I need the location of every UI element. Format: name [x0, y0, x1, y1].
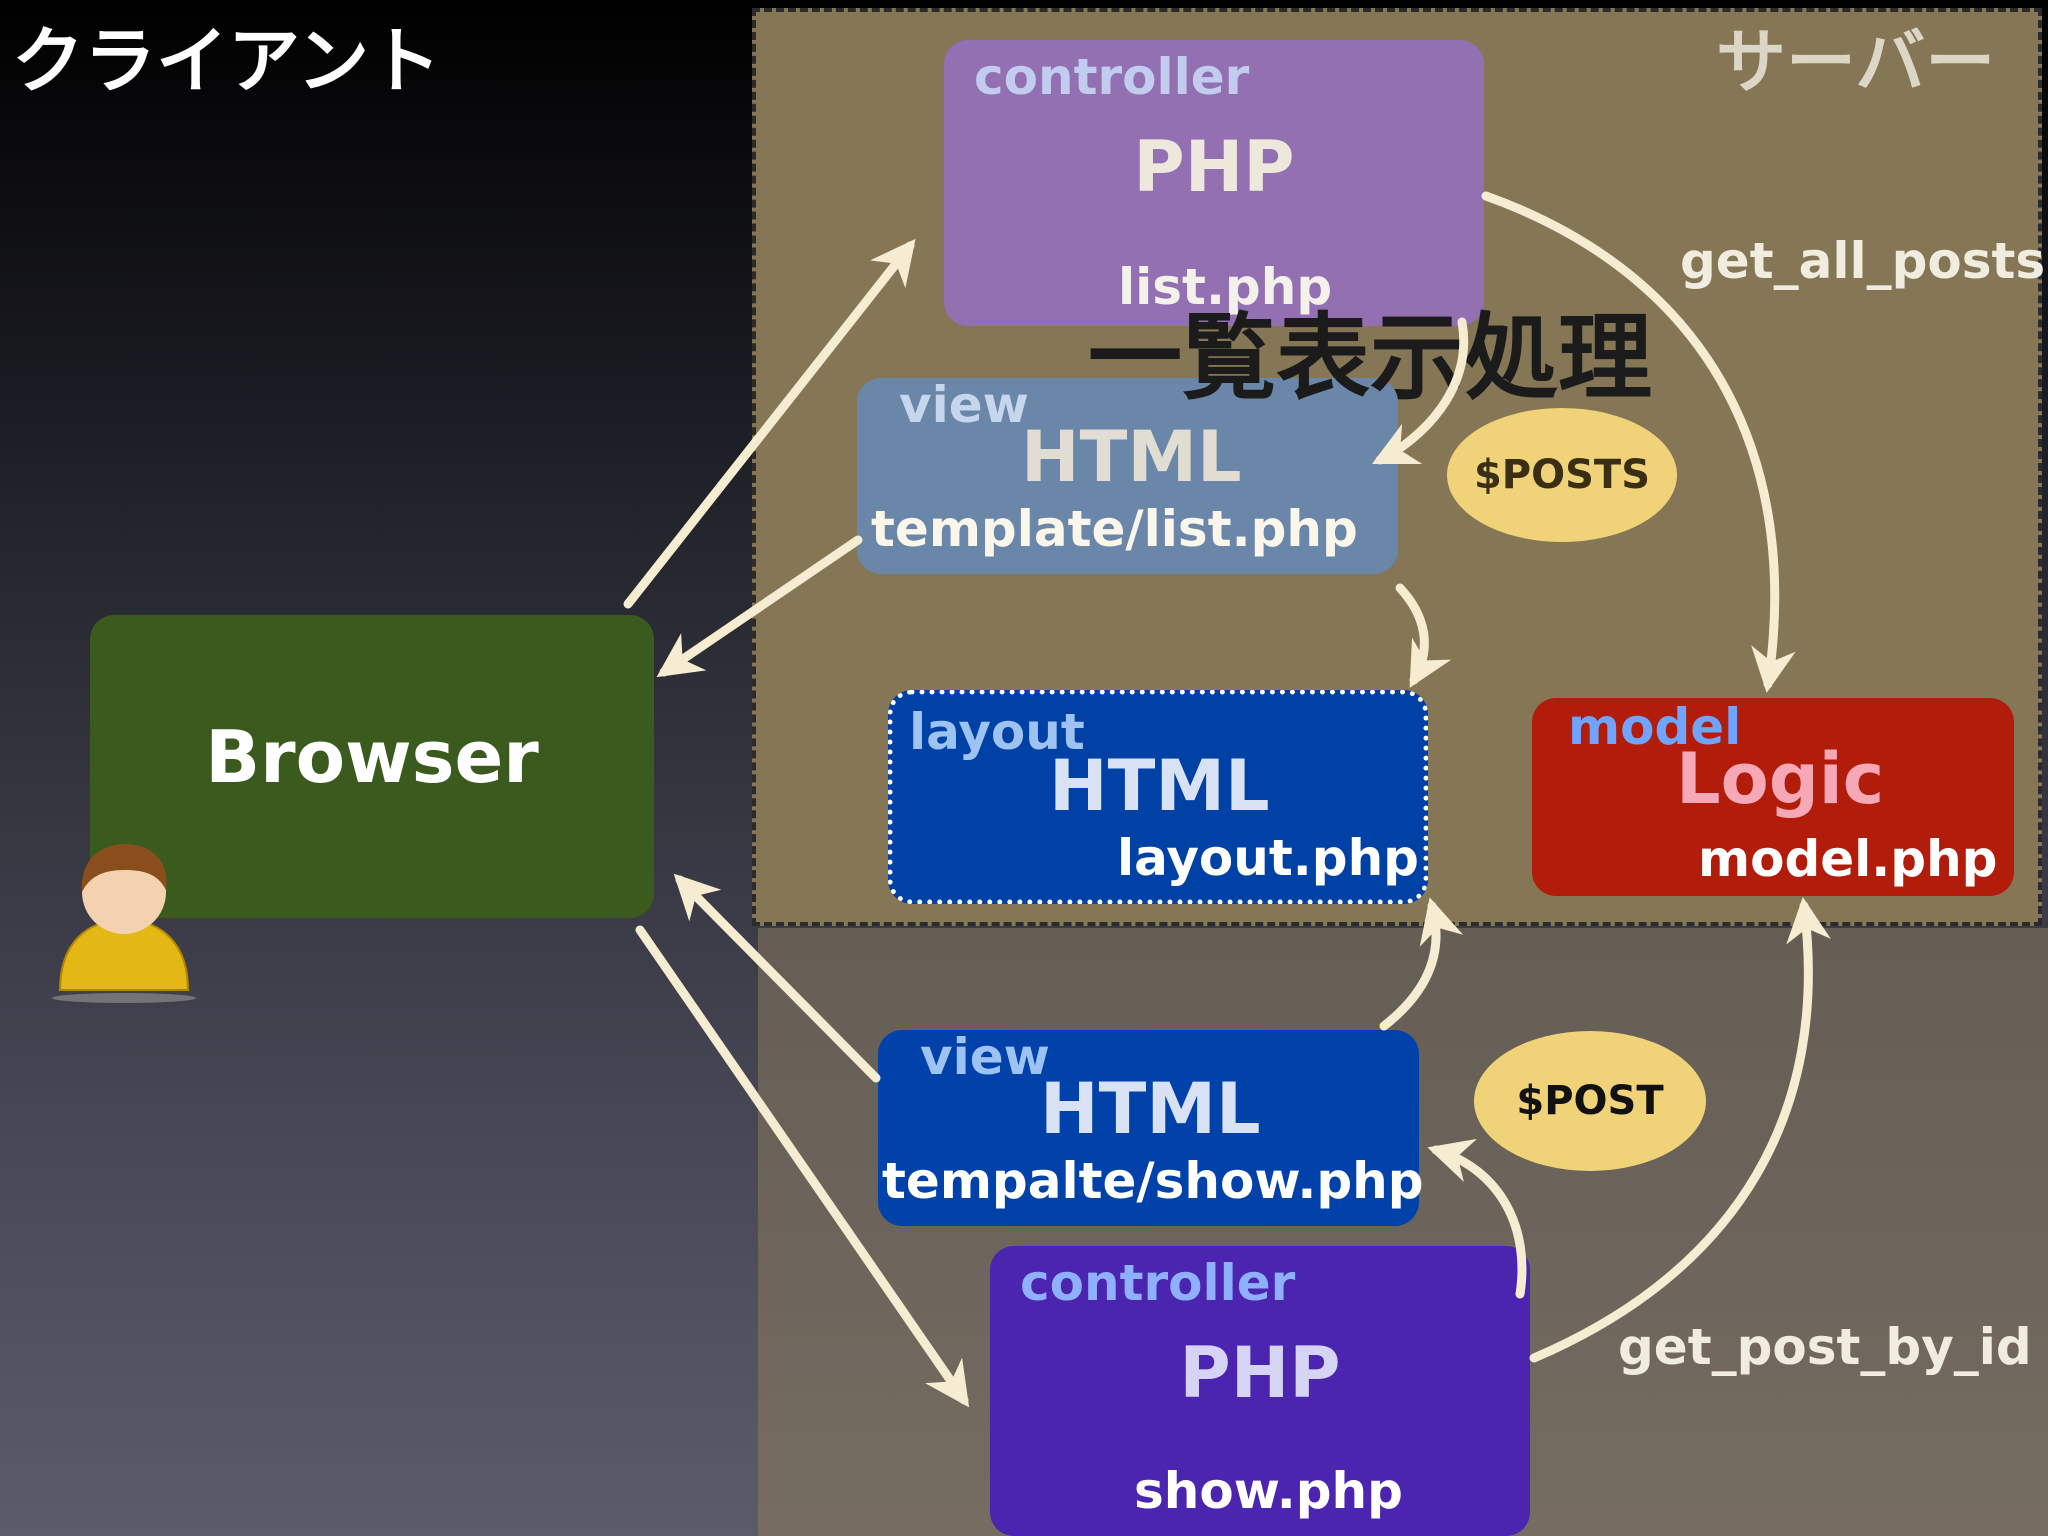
layout-role: layout — [909, 703, 1085, 761]
controller-show-box: controller PHP show.php — [990, 1246, 1530, 1536]
view-show-role: view — [920, 1028, 1050, 1086]
client-title: クライアント — [12, 19, 442, 103]
controller-list-file: list.php — [1118, 258, 1333, 316]
view-list-type: HTML — [1021, 416, 1242, 498]
model-box: model Logic model.php — [1532, 698, 2014, 896]
view-show-type: HTML — [1040, 1068, 1261, 1150]
browser-label: Browser — [205, 715, 539, 799]
arrow-view-list-to-browser — [656, 535, 863, 678]
arrow-view-list-to-layout — [1395, 583, 1452, 688]
model-role: model — [1568, 698, 1742, 756]
model-file: model.php — [1698, 830, 1998, 888]
model-type: Logic — [1676, 738, 1885, 820]
controller-list-role: controller — [974, 48, 1250, 106]
arrow-controller-list-to-view-list — [1371, 317, 1469, 465]
view-list-file: template/list.php — [871, 500, 1358, 558]
post-variable-bubble: $POST — [1474, 1031, 1706, 1171]
posts-variable-bubble: $POSTS — [1447, 408, 1677, 542]
arrow-view-show-to-browser — [673, 873, 881, 1083]
controller-list-box: controller PHP list.php — [944, 40, 1484, 326]
arrow-controller-list-to-model — [1481, 191, 1796, 693]
view-show-file: tempalte/show.php — [882, 1152, 1424, 1210]
controller-show-type: PHP — [1179, 1332, 1341, 1414]
get-post-by-id-label: get_post_by_id — [1618, 1318, 2032, 1376]
controller-show-file: show.php — [1134, 1462, 1403, 1520]
arrow-browser-to-controller-show — [635, 925, 970, 1408]
layout-box: layout HTML layout.php — [888, 690, 1428, 904]
arrow-controller-show-to-model — [1529, 897, 1831, 1363]
view-list-box: view HTML template/list.php — [857, 376, 1398, 574]
controller-list-type: PHP — [1133, 126, 1295, 208]
arrow-browser-to-controller-list — [623, 238, 916, 609]
layout-type: HTML — [1049, 745, 1270, 827]
user-icon — [52, 844, 196, 1003]
view-show-box: view HTML tempalte/show.php — [878, 1028, 1424, 1226]
arrow-view-show-to-layout — [1379, 897, 1464, 1031]
get-all-posts-label: get_all_posts — [1680, 232, 2046, 290]
controller-show-role: controller — [1020, 1254, 1296, 1312]
view-list-role: view — [899, 376, 1029, 434]
server-title: サーバー — [1716, 21, 1996, 103]
list-processing-label: 一覧表示処理 — [1088, 304, 1653, 413]
browser-box: Browser — [90, 615, 654, 918]
layout-file: layout.php — [1117, 829, 1419, 887]
arrow-controller-show-to-view-show — [1427, 1138, 1527, 1299]
